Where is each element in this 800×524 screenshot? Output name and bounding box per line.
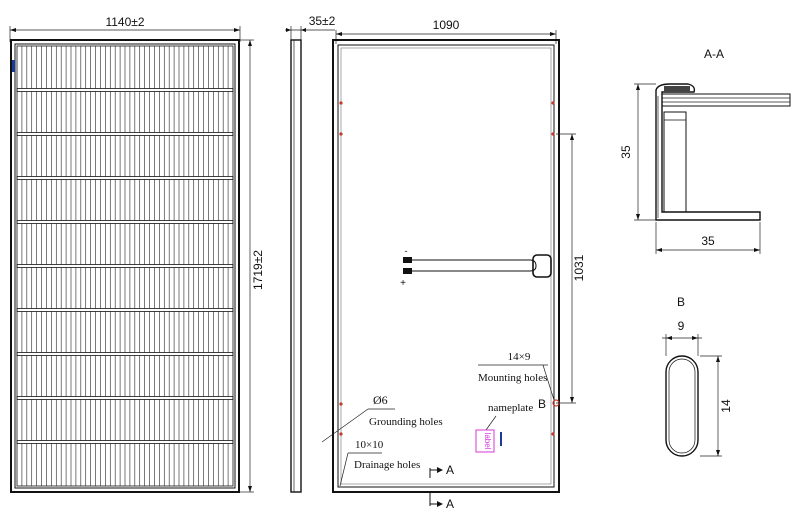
section-aa-title: A-A	[704, 47, 724, 61]
front-width-dim: 1140±2	[105, 15, 144, 29]
front-cell-grid	[16, 45, 234, 487]
cell-row-gap	[16, 88, 234, 92]
cell-area-border	[16, 45, 234, 487]
section-width-dim: 35	[701, 234, 715, 248]
nameplate-bar	[500, 432, 502, 446]
slot-outline	[665, 355, 699, 457]
connector-minus: -	[405, 246, 408, 256]
back-view: 1090 1031 - +	[321, 18, 586, 511]
front-edge-mark	[12, 60, 15, 72]
section-height-dim: 35	[619, 145, 633, 159]
front-view: 1140±2 1719±2	[9, 15, 265, 493]
front-height-dim: 1719±2	[251, 250, 265, 290]
section-cut-markers	[429, 467, 443, 507]
cell-row-gap	[16, 264, 234, 268]
grounding-label: Grounding holes	[369, 416, 443, 428]
section-marker-top: A	[446, 463, 454, 477]
cell-row-gap	[16, 352, 234, 356]
front-glass	[14, 43, 236, 489]
grounding-dia: Ø6	[373, 393, 388, 407]
side-profile	[290, 39, 302, 493]
section-marker-bottom: A	[446, 497, 454, 511]
cell-row-gap	[16, 176, 234, 180]
side-thickness-dim: 35±2	[309, 14, 336, 28]
detail-b-title: B	[677, 295, 685, 309]
detail-b-marker: B	[538, 397, 546, 411]
cell-row-gap	[16, 396, 234, 400]
detail-b: B 9 14	[662, 295, 733, 457]
detail-width-dim: 9	[678, 319, 685, 333]
cell-row-gap	[16, 440, 234, 444]
front-frame	[10, 39, 240, 493]
section-a-a: A-A 35 35	[619, 47, 791, 254]
junction-cables	[403, 254, 552, 278]
frame-holes	[339, 101, 560, 436]
back-frame	[332, 39, 560, 493]
cell-row-gap	[16, 308, 234, 312]
back-width-dim: 1090	[433, 18, 460, 32]
cell-row-gap	[16, 132, 234, 136]
connector-plus: +	[400, 278, 406, 289]
mounting-hole-size: 14×9	[508, 351, 531, 363]
nameplate-label: nameplate	[488, 402, 533, 414]
drainage-label: Drainage holes	[354, 459, 420, 471]
side-view: 35±2	[285, 14, 336, 493]
cell-row-gap	[16, 220, 234, 224]
nameplate-sticker	[475, 429, 495, 453]
mounting-holes-label: Mounting holes	[478, 372, 547, 384]
detail-height-dim: 14	[719, 399, 733, 413]
mount-spacing-dim: 1031	[572, 254, 586, 281]
drainage-size: 10×10	[355, 439, 384, 451]
nameplate-text: label	[483, 433, 492, 450]
